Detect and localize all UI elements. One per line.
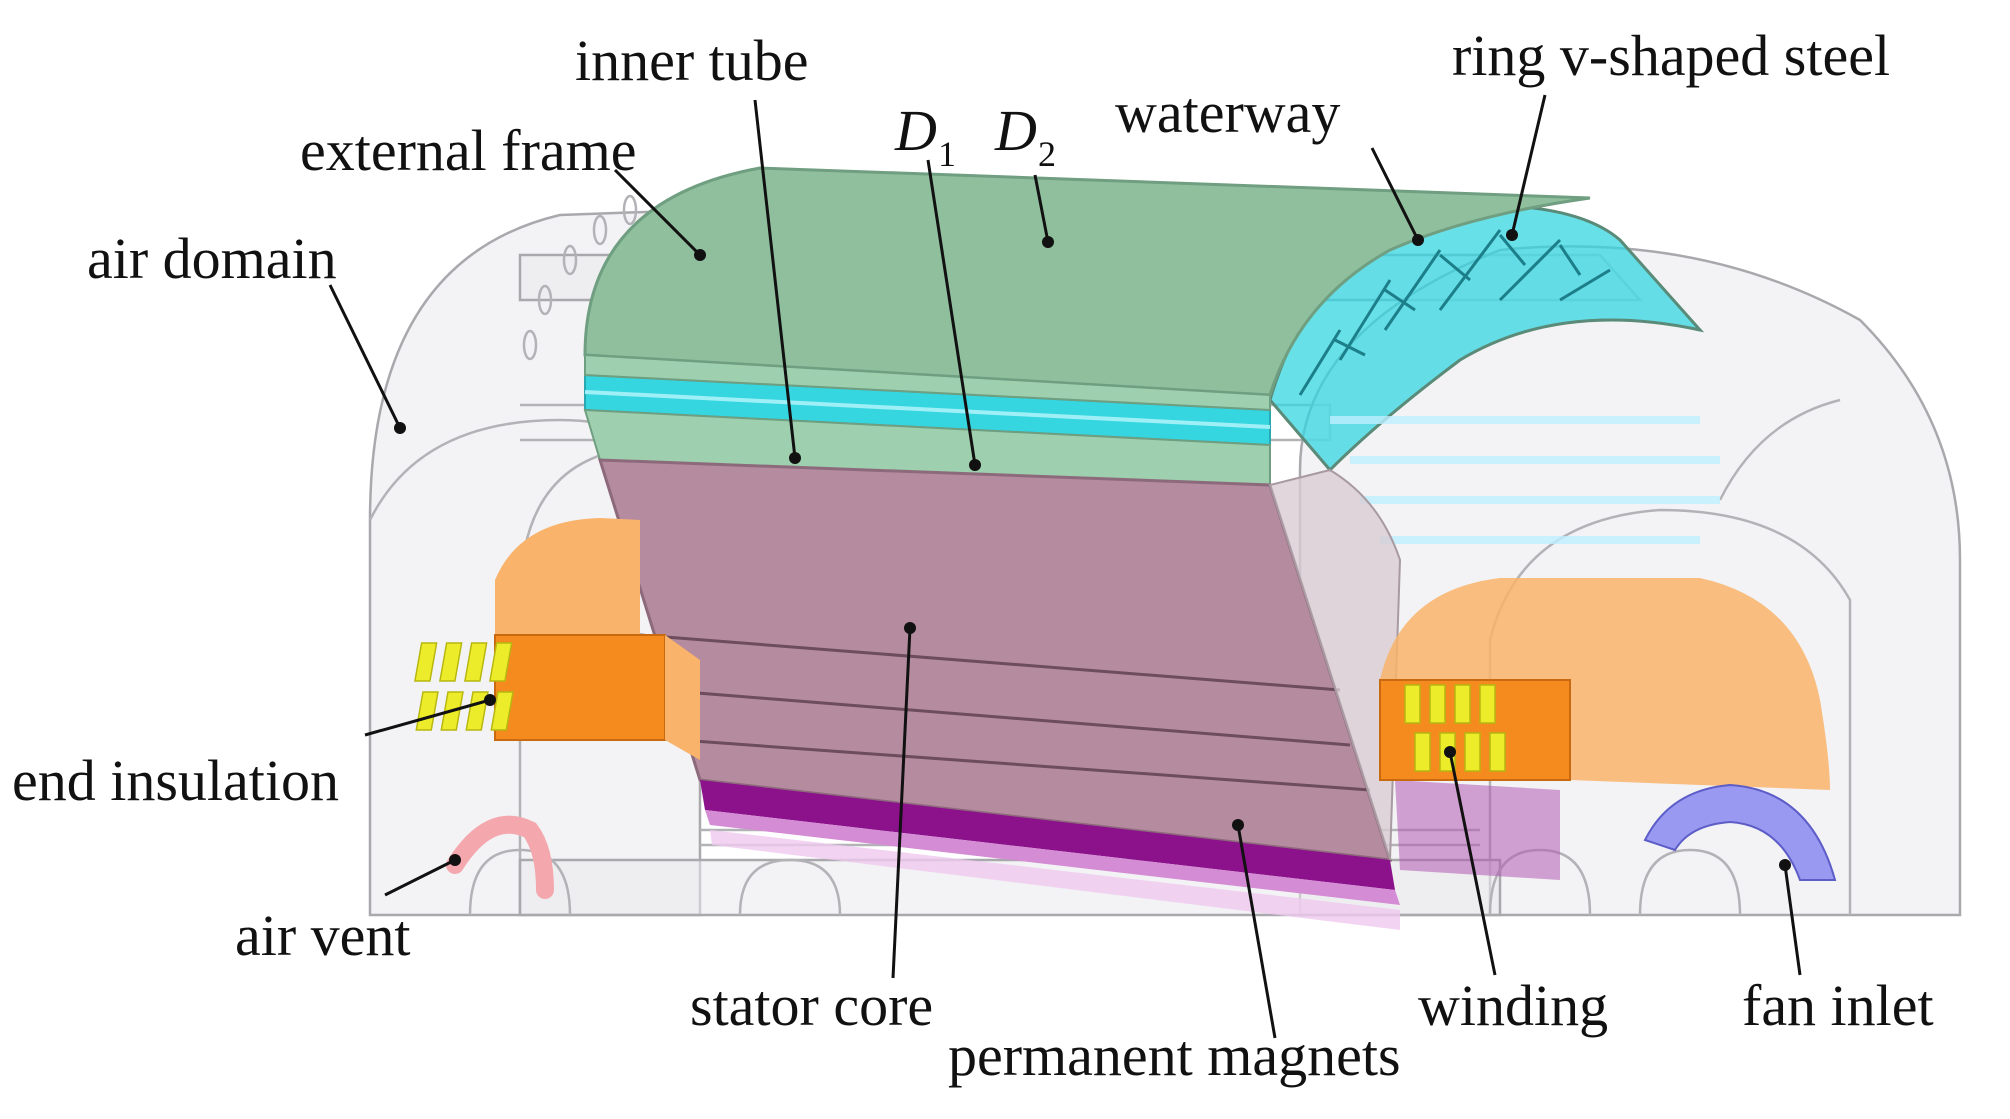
label-air-domain: air domain bbox=[87, 226, 337, 291]
external-frame bbox=[583, 166, 1591, 487]
label-fan-inlet: fan inlet bbox=[1742, 973, 1934, 1038]
label-d2: D bbox=[994, 98, 1037, 163]
label-end-insulation: end insulation bbox=[12, 748, 339, 813]
label-air-vent: air vent bbox=[235, 903, 411, 968]
label-d1: D bbox=[894, 98, 937, 163]
permanent-magnets bbox=[700, 780, 1560, 930]
label-d2-subscript: 2 bbox=[1038, 134, 1056, 174]
label-winding: winding bbox=[1418, 973, 1608, 1038]
end-insulation-left bbox=[494, 518, 700, 760]
label-permanent-magnets: permanent magnets bbox=[948, 1023, 1401, 1088]
ring-v-shaped-steel bbox=[1268, 203, 1720, 544]
label-d1-subscript: 1 bbox=[938, 134, 956, 174]
label-external-frame: external frame bbox=[300, 118, 637, 183]
fan-inlet bbox=[1643, 783, 1837, 881]
leader-lines bbox=[328, 94, 1802, 1039]
air-vent bbox=[446, 815, 554, 899]
label-stator-core: stator core bbox=[690, 973, 933, 1038]
label-ring-v-shaped-steel: ring v-shaped steel bbox=[1452, 23, 1890, 88]
label-waterway: waterway bbox=[1115, 80, 1340, 145]
label-inner-tube: inner tube bbox=[575, 28, 809, 93]
stator-core bbox=[597, 458, 1402, 862]
